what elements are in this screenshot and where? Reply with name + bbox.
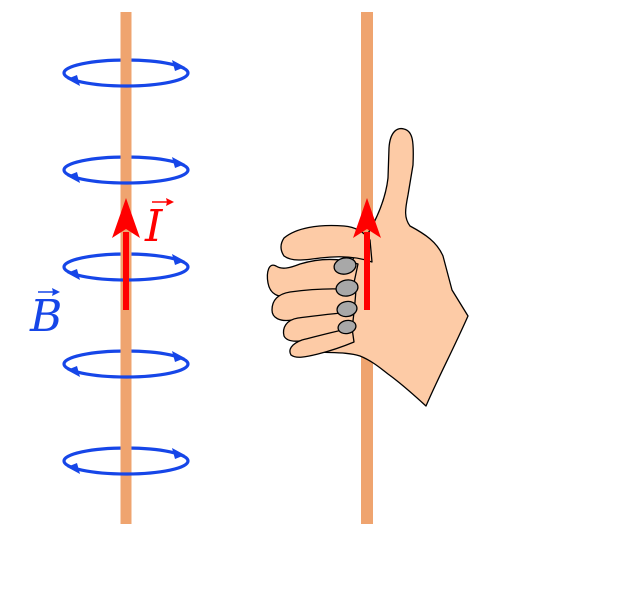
current-arrow-icon xyxy=(112,198,140,310)
field-label: B xyxy=(29,288,62,342)
field-direction-arrowhead xyxy=(172,448,185,459)
field-direction-arrowhead xyxy=(172,60,185,71)
field-direction-arrowhead xyxy=(172,157,185,168)
field-direction-arrowhead xyxy=(67,463,80,474)
fingernail xyxy=(333,257,357,275)
field-label-text: B xyxy=(29,291,62,342)
current-label: I xyxy=(144,198,174,252)
field-direction-arrowhead xyxy=(172,254,185,265)
field-direction-arrowhead xyxy=(67,366,80,377)
hand-icon xyxy=(266,127,469,407)
current-label-text: I xyxy=(144,201,164,252)
fingernail xyxy=(335,279,359,297)
wire-with-field-panel: I B xyxy=(29,12,190,524)
current-arrow-icon xyxy=(353,198,381,310)
field-direction-arrowhead xyxy=(67,75,80,86)
right-hand-panel xyxy=(266,12,469,524)
fingernail xyxy=(336,300,358,318)
field-direction-arrowhead xyxy=(67,269,80,280)
field-direction-arrowhead xyxy=(67,172,80,183)
fingernail xyxy=(337,319,357,335)
field-direction-arrowhead xyxy=(172,351,185,362)
